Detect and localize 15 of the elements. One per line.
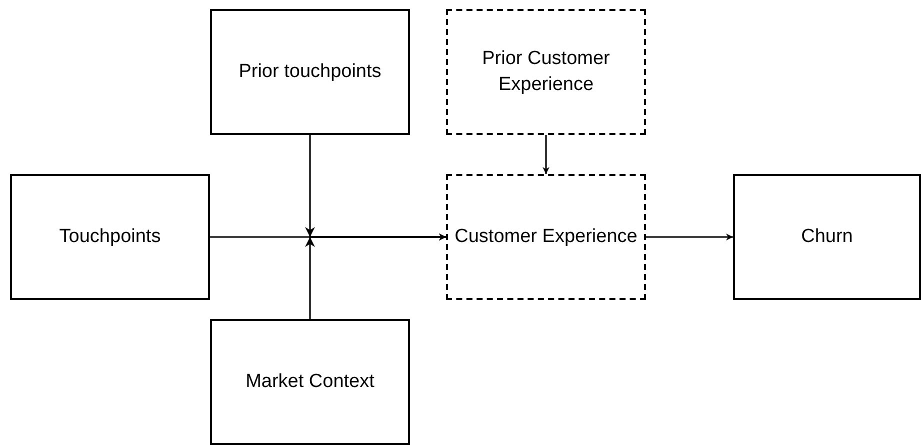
node-label: Prior touchpoints — [238, 60, 382, 84]
node-label: Prior Customer Experience — [481, 47, 611, 97]
process-box — [10, 174, 210, 300]
dashed-box — [446, 174, 646, 300]
process-box — [733, 174, 921, 300]
arrow — [305, 234, 446, 319]
node-label: Market Context — [246, 370, 374, 394]
node-label: Churn — [801, 225, 853, 250]
process-box — [210, 319, 410, 445]
arrow — [542, 135, 550, 174]
process-box — [210, 9, 410, 135]
node-label: Touchpoints — [59, 225, 161, 250]
arrow — [646, 234, 733, 240]
dashed-box — [446, 9, 646, 135]
node-label: Customer Experience — [454, 225, 638, 250]
